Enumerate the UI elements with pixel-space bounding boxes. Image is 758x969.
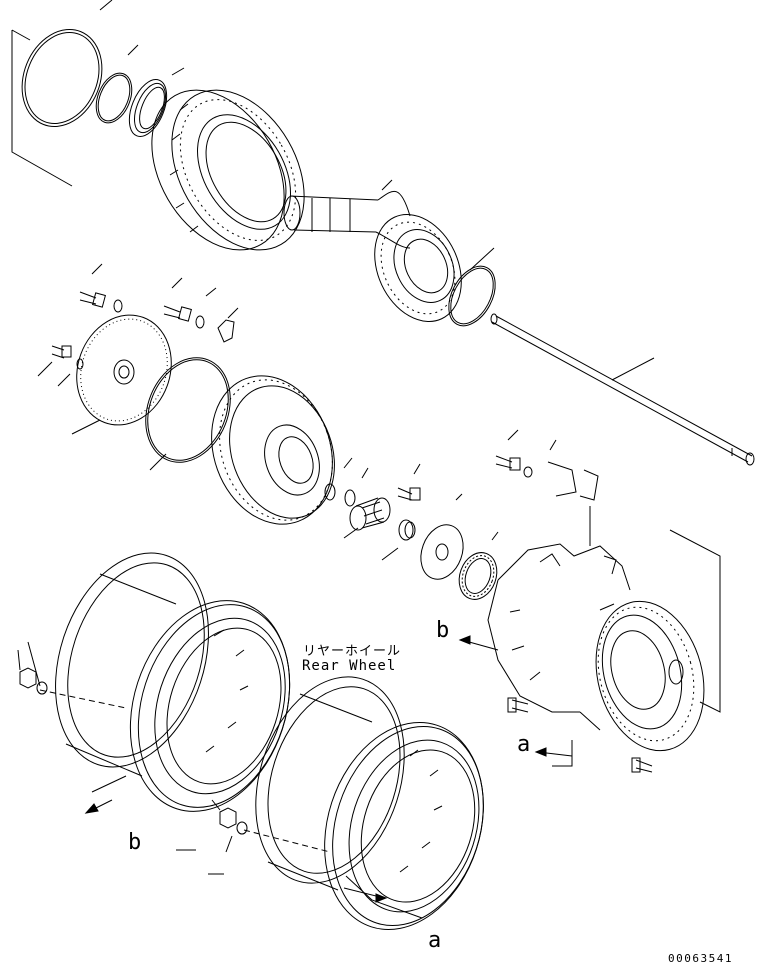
final-drive-case (125, 67, 331, 274)
axle-shaft (491, 314, 754, 465)
drawing-number: 00063541 (668, 952, 733, 965)
sprocket-hub-assembly (488, 544, 720, 763)
o-ring-cover (131, 345, 246, 475)
leader-bracket-right (552, 506, 720, 766)
thrust-washer (414, 519, 471, 585)
reference-a-lower: a (428, 928, 442, 953)
carrier-hub (192, 359, 353, 542)
leader-bracket-top (12, 30, 72, 186)
rear-wheel-rim-left (30, 533, 316, 832)
spindle-shaft (284, 191, 410, 248)
o-ring-flange (439, 258, 504, 333)
reference-b-upper: b (436, 618, 450, 643)
rear-wheel-rim-right (231, 658, 509, 951)
bearing-and-spacers (325, 484, 415, 540)
wheel-nuts (20, 668, 247, 834)
bolts-and-washers (52, 292, 652, 772)
leader-lines-top (100, 0, 654, 380)
lock-plate-middle (218, 320, 598, 500)
rear-wheel-label-jp: リヤーホイール (303, 644, 402, 659)
rear-wheel-label-en: Rear Wheel (302, 658, 397, 674)
direction-arrows (86, 636, 572, 902)
spindle-flange (358, 200, 478, 335)
leader-lines-bottom (18, 642, 422, 918)
leader-lines-middle (38, 264, 556, 560)
o-ring-small-top (89, 68, 138, 128)
bearing-ring (453, 547, 503, 604)
reference-b-lower: b (128, 830, 142, 855)
oil-seal-top (122, 74, 174, 142)
cover-plate (62, 302, 187, 439)
reference-a-upper: a (517, 732, 531, 757)
o-ring-large-top (8, 17, 116, 138)
